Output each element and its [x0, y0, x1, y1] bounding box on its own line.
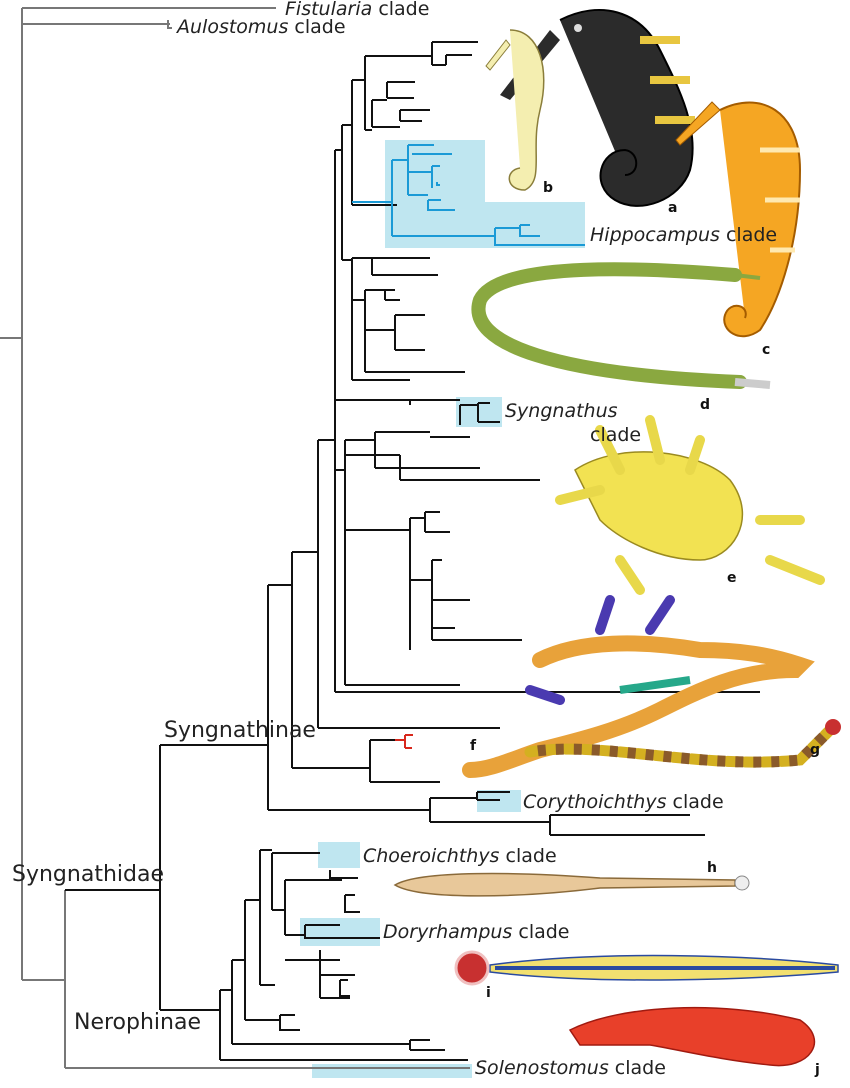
- letter-d: d: [700, 397, 711, 413]
- letter-h: h: [707, 860, 717, 876]
- illustration-e-leafy-seadragon: [555, 415, 825, 595]
- illustration-h-pipefish: [393, 872, 750, 897]
- solenostomus-clade-label: Solenostomus clade: [475, 1057, 666, 1079]
- illustration-f-weedy-seadragon: [462, 595, 815, 778]
- letter-a: a: [668, 200, 678, 216]
- illustration-g-banded-pipefish: [524, 719, 841, 768]
- red-branches: [395, 734, 413, 749]
- nerophinae-label: Nerophinae: [74, 1010, 201, 1035]
- illustration-b-pale-seahorse: [485, 29, 545, 191]
- letter-e: e: [727, 570, 737, 586]
- illustration-j-ghost-pipefish: [568, 1006, 816, 1067]
- syngnathus-branches: [459, 402, 500, 425]
- doryrhampus-clade-label: Doryrhampus clade: [383, 921, 570, 943]
- illustration-i-bluestripe-pipefish: [454, 950, 839, 986]
- syngnathus-clade-suffix: clade: [590, 424, 642, 446]
- choeroichthys-highlight: [318, 842, 360, 868]
- aulostomus-clade-label: Aulostomus clade: [177, 16, 346, 38]
- letter-j: j: [815, 1062, 820, 1078]
- syngnathinae-label: Syngnathinae: [164, 718, 316, 743]
- choeroichthys-clade-label: Choeroichthys clade: [363, 845, 557, 867]
- nerophinae-branches: [160, 849, 468, 1061]
- syngnathus-clade-label: Syngnathus: [505, 400, 618, 422]
- letter-b: b: [543, 180, 554, 196]
- syngnathidae-label: Syngnathidae: [12, 862, 164, 887]
- hippocampus-branches: [352, 144, 585, 246]
- solenostomus-highlight: [312, 1064, 472, 1078]
- outgroup-branches: [0, 7, 470, 1069]
- corythoichthys-clade-label: Corythoichthys clade: [523, 791, 724, 813]
- doryrhampus-highlight: [300, 918, 380, 946]
- illustration-d-pipefish: [471, 262, 771, 389]
- letter-i: i: [486, 985, 491, 1001]
- illustration-c-orange-seahorse: [675, 101, 802, 338]
- hippocampus-clade-label: Hippocampus clade: [590, 224, 778, 246]
- fistularia-clade-label: Fistularia clade: [285, 0, 430, 20]
- letter-f: f: [470, 738, 477, 754]
- letter-g: g: [810, 742, 821, 758]
- letter-c: c: [762, 342, 771, 358]
